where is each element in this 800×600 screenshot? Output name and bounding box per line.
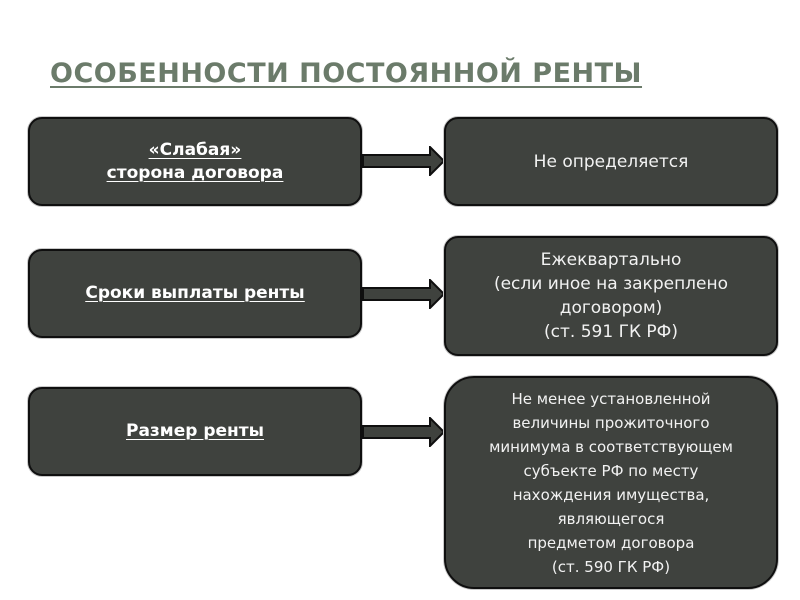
arrow-right-icon: [362, 417, 446, 447]
payment-terms-value-line2: (если иное на закреплено: [493, 274, 729, 294]
payment-terms-label: Сроки выплаты ренты: [85, 283, 305, 303]
weak-party-value: Не определяется: [533, 151, 689, 172]
rent-amount-value-line8: (ст. 590 ГК РФ): [551, 557, 671, 576]
rent-amount-box: Размер ренты: [28, 387, 362, 476]
rent-amount-value-line7: предметом договора: [527, 533, 695, 552]
rent-amount-value-line1: Не менее установленной: [511, 389, 711, 408]
arrow-right-icon: [362, 279, 446, 309]
rent-amount-value-line4: субъекте РФ по месту: [523, 461, 699, 480]
rent-amount-label: Размер ренты: [126, 421, 264, 441]
rent-amount-value-line6: являющегося: [557, 509, 665, 528]
rent-amount-value-box: Не менее установленной величины прожиточ…: [444, 376, 778, 589]
weak-party-label-line1: «Слабая»: [148, 139, 242, 160]
weak-party-box: «Слабая» сторона договора: [28, 117, 362, 206]
arrow-right-icon: [362, 146, 446, 176]
payment-terms-value-line1: Ежеквартально: [540, 250, 682, 270]
payment-terms-value-line4: (ст. 591 ГК РФ): [544, 322, 678, 342]
payment-terms-box: Сроки выплаты ренты: [28, 249, 362, 338]
slide-title: ОСОБЕННОСТИ ПОСТОЯННОЙ РЕНТЫ: [50, 58, 643, 89]
rent-amount-value-line3: минимума в соответствующем: [489, 437, 733, 456]
rent-amount-value-line2: величины прожиточного: [512, 413, 710, 432]
payment-terms-value-line3: договором): [559, 298, 663, 318]
payment-terms-value-box: Ежеквартально (если иное на закреплено д…: [444, 236, 778, 356]
weak-party-value-box: Не определяется: [444, 117, 778, 206]
weak-party-label-line2: сторона договора: [106, 162, 284, 183]
rent-amount-value-line5: нахождения имущества,: [512, 485, 710, 504]
